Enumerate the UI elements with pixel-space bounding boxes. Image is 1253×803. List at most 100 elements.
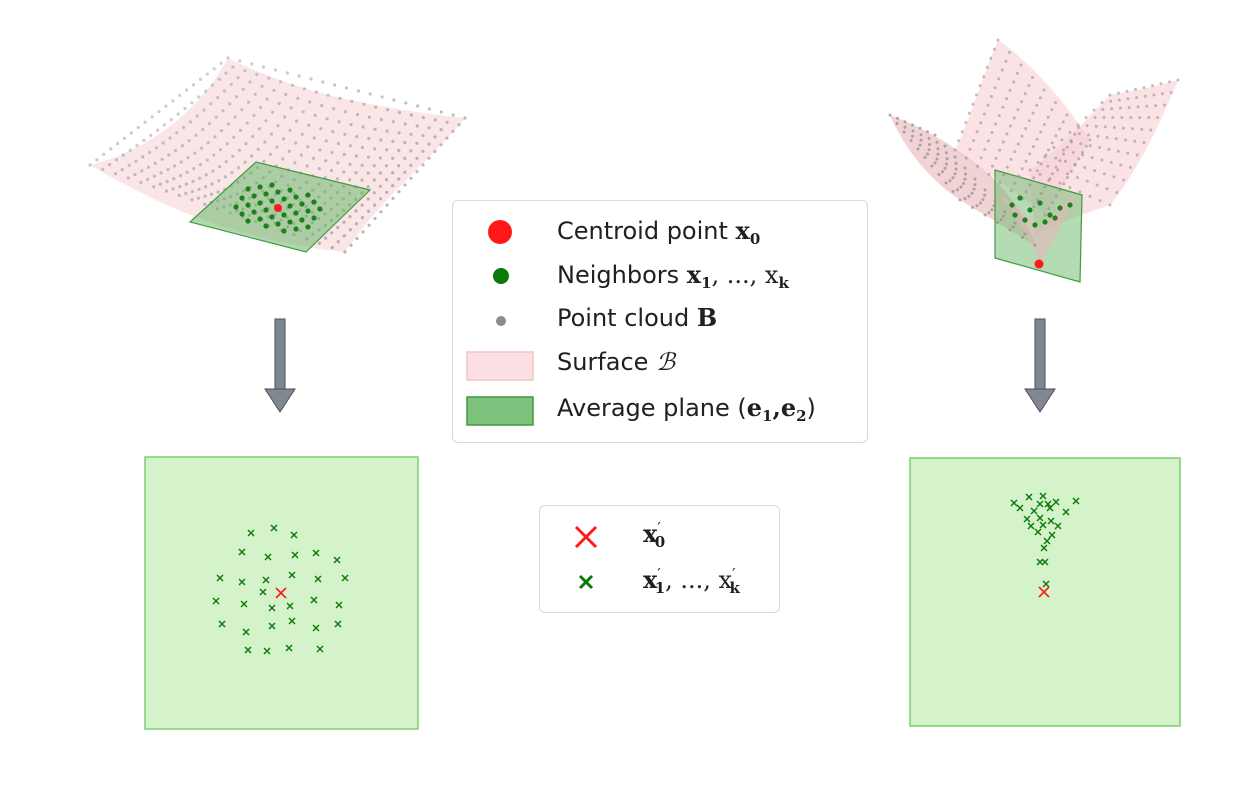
cloud-point	[374, 105, 378, 109]
cloud-point	[1094, 124, 1098, 128]
cloud-point	[945, 151, 948, 155]
cloud-point	[1054, 134, 1058, 138]
cloud-point	[288, 128, 292, 132]
cloud-point	[415, 170, 419, 174]
cloud-point	[1035, 137, 1039, 141]
cloud-point	[185, 170, 189, 174]
neighbor-point	[1012, 212, 1018, 218]
cloud-point	[1079, 142, 1083, 146]
cloud-point	[299, 153, 303, 157]
cloud-point	[1088, 138, 1092, 142]
cloud-point	[210, 83, 214, 87]
cloud-point	[330, 150, 334, 155]
cloud-point	[421, 134, 425, 138]
cloud-point	[175, 131, 179, 135]
cloud-point	[167, 153, 171, 157]
cloud-point	[1093, 169, 1096, 173]
projected-neighbor-mark	[1040, 544, 1048, 552]
cloud-point	[1020, 167, 1024, 171]
cloud-point	[216, 190, 220, 194]
projected-neighbor-mark	[285, 644, 293, 652]
cloud-point	[439, 110, 443, 114]
cloud-point	[191, 83, 196, 87]
projected-neighbor-mark	[291, 551, 299, 559]
cloud-point	[994, 122, 998, 126]
cloud-point	[1032, 176, 1036, 180]
cloud-point	[397, 164, 401, 168]
cloud-point	[183, 106, 187, 111]
cloud-point	[366, 155, 370, 159]
cloud-point	[190, 101, 194, 105]
neighbor-point	[239, 211, 245, 217]
cloud-point	[157, 109, 161, 114]
cloud-point	[108, 163, 112, 167]
cloud-point	[1005, 132, 1009, 136]
cloud-point	[1062, 152, 1066, 156]
cloud-point	[379, 118, 383, 122]
cloud-point	[217, 77, 221, 81]
cloud-point	[171, 187, 175, 191]
cloud-point	[326, 93, 330, 97]
cloud-point	[223, 175, 227, 179]
neighbor-point	[1022, 217, 1028, 223]
cloud-point	[1027, 119, 1031, 123]
cloud-point	[935, 157, 939, 161]
projected-neighbor-mark	[270, 524, 278, 532]
cloud-point	[926, 130, 929, 134]
cloud-point	[308, 100, 312, 104]
projected-neighbor-mark	[1042, 580, 1050, 588]
cloud-point	[987, 172, 991, 176]
cloud-point	[1078, 190, 1082, 194]
cloud-point	[265, 97, 269, 101]
cloud-point	[343, 250, 347, 254]
cloud-point	[283, 115, 287, 119]
cloud-point	[1127, 106, 1131, 109]
cloud-point	[1071, 151, 1075, 154]
cloud-point	[178, 185, 182, 189]
cloud-point	[963, 197, 967, 201]
cloud-point	[999, 218, 1003, 222]
cloud-point	[1135, 153, 1139, 157]
neighbor-point	[1047, 212, 1053, 218]
cloud-point	[343, 132, 347, 136]
cloud-point	[967, 111, 971, 115]
cloud-point	[1046, 115, 1050, 119]
cloud-point	[1105, 187, 1109, 191]
cloud-point	[192, 167, 196, 171]
cloud-point	[926, 152, 929, 156]
cloud-point	[983, 193, 986, 197]
cloud-point	[195, 114, 199, 118]
cloud-point	[1102, 116, 1106, 119]
cloud-point	[972, 139, 975, 142]
cloud-point	[146, 165, 151, 169]
cloud-point	[1168, 80, 1171, 84]
cloud-point	[1102, 172, 1106, 176]
cloud-point	[342, 220, 346, 224]
cloud-point	[970, 191, 974, 195]
cloud-point	[172, 177, 176, 181]
cloud-point	[1119, 163, 1123, 167]
cloud-point	[146, 177, 150, 181]
cloud-point	[1016, 108, 1020, 112]
cloud-point	[306, 145, 310, 149]
cloud-point	[927, 137, 931, 140]
cloud-point	[463, 116, 467, 120]
cloud-point	[948, 179, 952, 183]
cloud-point	[1068, 186, 1072, 189]
cloud-point	[391, 171, 395, 175]
cloud-point	[1028, 183, 1032, 187]
cloud-point	[1100, 101, 1104, 104]
cloud-point	[269, 132, 273, 136]
cloud-point	[197, 187, 201, 191]
cloud-point	[173, 164, 177, 168]
cloud-point	[391, 120, 395, 124]
cloud-point	[1011, 225, 1015, 229]
cloud-point	[1073, 132, 1077, 136]
cloud-point	[210, 192, 214, 196]
cloud-point	[1008, 88, 1012, 92]
projected-neighbor-mark	[1025, 493, 1033, 501]
cloud-point	[312, 136, 316, 140]
projected-neighbor-mark	[259, 588, 267, 596]
right-projected-neighbors	[1010, 492, 1080, 588]
